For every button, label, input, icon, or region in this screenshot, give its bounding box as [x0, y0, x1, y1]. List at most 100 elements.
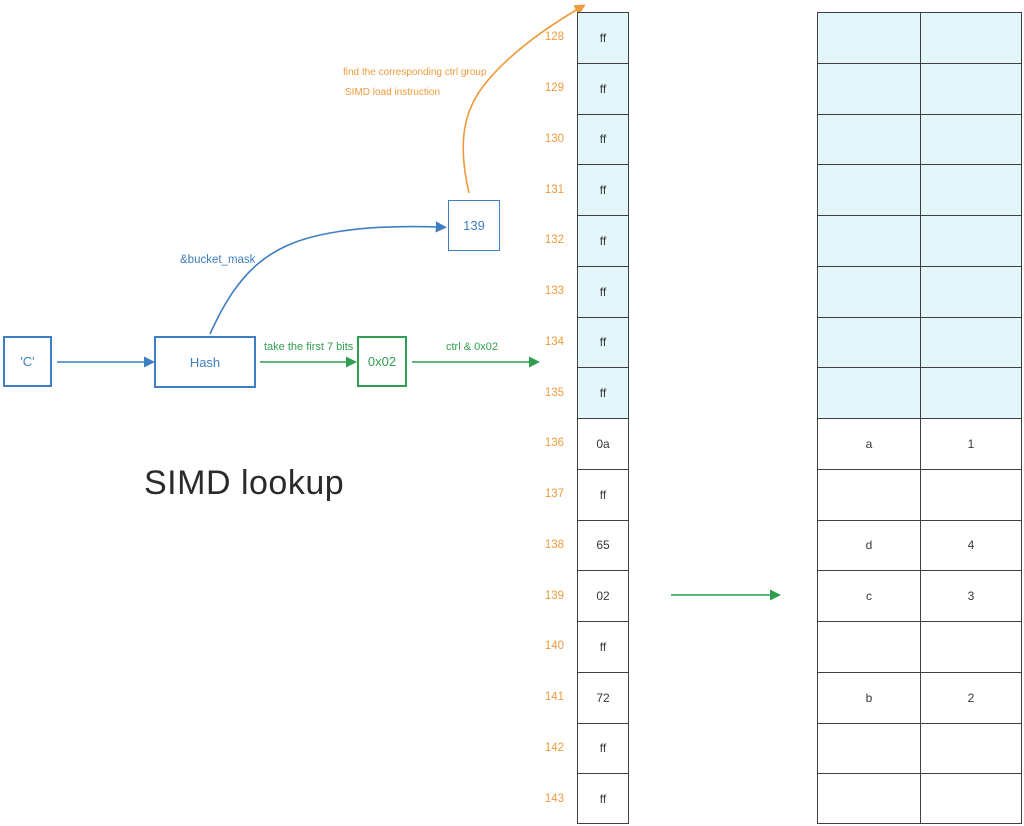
slot-key-cell: a	[817, 418, 920, 469]
slot-row	[817, 215, 1022, 266]
slot-key-cell	[817, 316, 920, 368]
slot-row	[817, 265, 1022, 317]
slot-key-cell: c	[817, 570, 920, 621]
find-ctrl-group-label: find the corresponding ctrl group	[343, 67, 487, 78]
slot-key-cell	[817, 722, 920, 774]
slot-row	[817, 773, 1022, 824]
ctrl-cell: ff	[577, 12, 629, 63]
slot-row	[817, 468, 1022, 520]
ctrl-cell: ff	[577, 621, 629, 672]
ctrl-cell: ff	[577, 773, 629, 824]
slot-value-cell	[920, 773, 1022, 824]
ctrl-row: 140 ff	[531, 621, 629, 672]
ctrl-row: 138 65	[531, 519, 629, 571]
ctrl-row: 136 0a	[531, 418, 629, 469]
ctrl-index-label: 138	[544, 538, 564, 551]
slot-key-cell: b	[817, 671, 920, 723]
ctrl-index-label: 136	[544, 437, 564, 450]
slot-value-cell	[920, 62, 1022, 114]
ctrl-row: 137 ff	[531, 468, 629, 520]
ctrl-index-label: 137	[544, 488, 564, 501]
slot-value-cell: 3	[920, 570, 1022, 621]
slot-key-cell	[817, 367, 920, 418]
ctrl-cell: 0a	[577, 418, 629, 469]
slot-value-cell	[920, 468, 1022, 520]
ctrl-row: 130 ff	[531, 113, 629, 165]
ctrl-cell: ff	[577, 113, 629, 165]
ctrl-index-label: 130	[544, 132, 564, 145]
slot-row	[817, 621, 1022, 672]
ctrl-row: 134 ff	[531, 316, 629, 368]
hash-label: Hash	[189, 354, 221, 370]
arrow-bucket-mask-curve	[209, 221, 447, 335]
slot-row	[817, 164, 1022, 215]
ctrl-cell: ff	[577, 468, 629, 520]
ctrl-row: 128 ff	[531, 12, 629, 63]
hash-box: Hash	[154, 336, 256, 388]
slot-value-cell: 2	[920, 671, 1022, 723]
slot-value-cell	[920, 265, 1022, 317]
ctrl-cell: ff	[577, 722, 629, 774]
slot-value-cell	[920, 164, 1022, 215]
ctrl-row: 133 ff	[531, 265, 629, 317]
slot-key-cell	[817, 621, 920, 672]
ctrl-index-label: 135	[544, 386, 564, 399]
ctrl-cell: 65	[577, 519, 629, 571]
ctrl-index-label: 140	[544, 640, 564, 653]
ctrl-index-label: 134	[544, 335, 564, 348]
group-index-box: 139	[448, 200, 500, 251]
h2-hash-box: 0x02	[357, 336, 407, 387]
slot-value-cell	[920, 113, 1022, 165]
slot-row	[817, 367, 1022, 418]
slot-value-cell: 4	[920, 519, 1022, 571]
page-title: SIMD lookup	[144, 464, 345, 502]
ctrl-index-label: 128	[544, 31, 564, 44]
ctrl-index-label: 143	[544, 792, 564, 805]
first-7-bits-label: take the first 7 bits	[264, 341, 354, 353]
ctrl-row: 132 ff	[531, 215, 629, 266]
ctrl-cell: ff	[577, 62, 629, 114]
slot-value-cell	[920, 367, 1022, 418]
ctrl-index-label: 132	[544, 234, 564, 247]
slot-row	[817, 316, 1022, 368]
ctrl-cell: ff	[577, 316, 629, 368]
slot-key-cell	[817, 265, 920, 317]
slot-value-cell	[920, 316, 1022, 368]
slot-value-cell	[920, 12, 1022, 63]
slot-key-cell	[817, 468, 920, 520]
ctrl-index-label: 129	[544, 82, 564, 95]
ctrl-row: 129 ff	[531, 62, 629, 114]
input-char-box: 'C'	[3, 336, 52, 387]
slot-value-cell: 1	[920, 418, 1022, 469]
slot-row	[817, 722, 1022, 774]
slot-key-cell	[817, 773, 920, 824]
slot-key-cell	[817, 215, 920, 266]
simd-load-instruction-label: SIMD load instruction	[345, 87, 441, 98]
group-index-label: 139	[463, 218, 485, 233]
ctrl-index-label: 139	[544, 589, 564, 602]
ctrl-cell: ff	[577, 265, 629, 317]
ctrl-index-label: 142	[544, 741, 564, 754]
slot-value-cell	[920, 215, 1022, 266]
ctrl-row: 142 ff	[531, 722, 629, 774]
slot-row	[817, 62, 1022, 114]
ctrl-cell: 72	[577, 671, 629, 723]
slot-key-cell: d	[817, 519, 920, 571]
slot-row	[817, 12, 1022, 63]
ctrl-index-label: 133	[544, 285, 564, 298]
slot-key-cell	[817, 164, 920, 215]
ctrl-cell: ff	[577, 215, 629, 266]
input-char-label: 'C'	[20, 354, 35, 369]
ctrl-and-label: ctrl & 0x02	[446, 341, 498, 353]
ctrl-cell: ff	[577, 367, 629, 418]
